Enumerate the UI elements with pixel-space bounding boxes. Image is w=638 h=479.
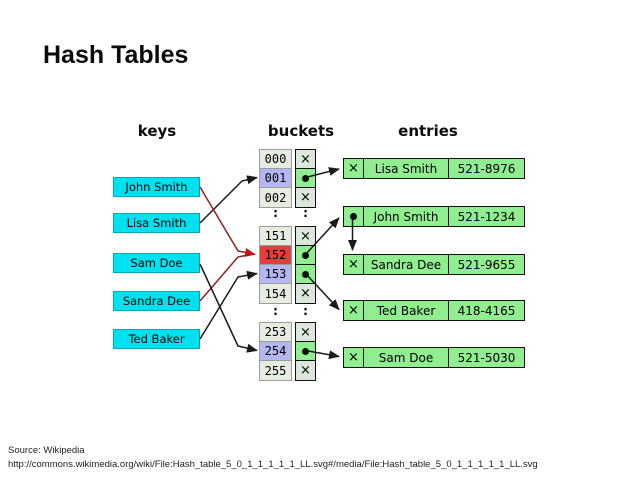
bucket-slot-153 xyxy=(296,265,315,284)
pointer-dot-icon xyxy=(302,270,309,278)
bucket-index-group: 151 152 153 154 xyxy=(259,226,292,304)
arrow-sam-doe-to-bucket-254 xyxy=(199,263,258,353)
bucket-slot-253: × xyxy=(296,323,315,342)
bucket-index-label: 153 xyxy=(264,267,287,281)
bucket-slot-group: ×× xyxy=(295,149,316,208)
bucket-index-label: 154 xyxy=(264,286,287,301)
bucket-slot-154: × xyxy=(296,284,315,303)
bucket-index-253: 253 xyxy=(260,323,291,342)
arrow-sandra-dee-to-bucket-152 xyxy=(199,253,251,302)
entry-head-cell: × xyxy=(344,255,364,274)
entry-phone-cell: 521-5030 xyxy=(457,350,516,365)
key-label: Sam Doe xyxy=(130,256,183,270)
entry-ted-baker: × Ted Baker 418-4165 xyxy=(343,300,525,321)
bucket-slot-001 xyxy=(296,169,315,188)
bucket-slot-255: × xyxy=(296,361,315,380)
entry-phone-cell: 418-4165 xyxy=(457,303,516,318)
null-pointer-icon: × xyxy=(300,286,311,301)
source-url: http://commons.wikimedia.org/wiki/File:H… xyxy=(8,459,538,470)
bucket-slot-152 xyxy=(296,246,315,265)
key-label: Sandra Dee xyxy=(122,294,191,308)
bucket-index-151: 151 xyxy=(260,227,291,246)
bucket-slot-000: × xyxy=(296,150,315,169)
null-pointer-icon: × xyxy=(348,161,359,176)
pointer-dot-icon xyxy=(302,251,309,259)
entry-phone-cell: 521-8976 xyxy=(457,161,516,176)
null-pointer-icon: × xyxy=(300,190,311,205)
bucket-index-label: 002 xyxy=(264,190,287,205)
entry-sam-doe: × Sam Doe 521-5030 xyxy=(343,347,525,368)
bucket-index-label: 253 xyxy=(264,325,287,339)
null-pointer-icon: × xyxy=(300,363,311,378)
null-pointer-icon: × xyxy=(348,257,359,272)
entry-head-cell: × xyxy=(344,301,364,320)
pointer-dot-icon xyxy=(350,213,357,220)
bucket-index-002: 002 xyxy=(260,188,291,207)
bucket-index-001: 001 xyxy=(260,169,291,188)
arrow-ted-baker-to-bucket-153 xyxy=(199,270,258,340)
bucket-index-label: 255 xyxy=(264,363,287,378)
bucket-slot-254 xyxy=(296,342,315,361)
page-title: Hash Tables xyxy=(43,41,189,69)
bucket-index-label: 151 xyxy=(264,229,287,243)
entry-phone-cell: 521-9655 xyxy=(457,257,516,272)
bucket-index-000: 000 xyxy=(260,150,291,169)
entry-name-cell: John Smith xyxy=(364,207,449,226)
null-pointer-icon: × xyxy=(300,324,311,340)
key-label: Ted Baker xyxy=(128,332,185,346)
buckets-ellipsis-slot: : xyxy=(301,205,310,221)
buckets-ellipsis-index: : xyxy=(271,205,280,221)
bucket-slot-151: × xyxy=(296,227,315,246)
bucket-index-254: 254 xyxy=(260,342,291,361)
key-john-smith: John Smith xyxy=(113,177,200,197)
bucket-slot-002: × xyxy=(296,188,315,207)
entry-head-cell: × xyxy=(344,159,364,178)
entry-head-cell: × xyxy=(344,348,364,367)
source-block: Source: Wikipedia http://commons.wikimed… xyxy=(8,444,538,472)
bucket-index-group: 253 254 255 xyxy=(259,322,292,381)
entry-head-cell xyxy=(344,207,364,226)
entry-phone-cell: 521-1234 xyxy=(457,209,516,224)
null-pointer-icon: × xyxy=(300,228,311,244)
arrow-lisa-smith-to-bucket-001 xyxy=(199,175,258,224)
buckets-ellipsis-slot: : xyxy=(301,303,310,319)
entry-john-smith: John Smith 521-1234 xyxy=(343,206,525,227)
arrow-john-smith-to-bucket-152 xyxy=(199,186,256,257)
key-label: John Smith xyxy=(125,180,188,194)
entry-name-cell: Ted Baker xyxy=(364,301,449,320)
entry-name-cell: Sandra Dee xyxy=(364,255,449,274)
key-lisa-smith: Lisa Smith xyxy=(113,213,200,233)
source-attribution: Source: Wikipedia xyxy=(8,445,85,456)
entry-sandra-dee: × Sandra Dee 521-9655 xyxy=(343,254,525,275)
pointer-dot-icon xyxy=(302,347,309,355)
bucket-index-group: 000 001 002 xyxy=(259,149,292,208)
key-sandra-dee: Sandra Dee xyxy=(113,291,200,311)
null-pointer-icon: × xyxy=(300,151,311,167)
bucket-slot-group: ×× xyxy=(295,226,316,304)
key-label: Lisa Smith xyxy=(126,216,187,230)
pointer-dot-icon xyxy=(302,174,309,182)
buckets-column-header: buckets xyxy=(267,122,335,140)
bucket-index-label: 152 xyxy=(264,248,287,262)
entries-column-header: entries xyxy=(398,122,458,140)
key-sam-doe: Sam Doe xyxy=(113,253,200,273)
bucket-index-153: 153 xyxy=(260,265,291,284)
bucket-index-label: 001 xyxy=(264,171,287,185)
key-ted-baker: Ted Baker xyxy=(113,329,200,349)
bucket-index-label: 000 xyxy=(264,152,287,166)
bucket-index-255: 255 xyxy=(260,361,291,380)
entry-lisa-smith: × Lisa Smith 521-8976 xyxy=(343,158,525,179)
bucket-index-152: 152 xyxy=(260,246,291,265)
keys-column-header: keys xyxy=(137,122,177,140)
bucket-index-label: 254 xyxy=(264,344,287,358)
entry-name-cell: Lisa Smith xyxy=(364,159,449,178)
null-pointer-icon: × xyxy=(348,303,359,318)
buckets-ellipsis-index: : xyxy=(271,303,280,319)
bucket-slot-group: ×× xyxy=(295,322,316,381)
entry-name-cell: Sam Doe xyxy=(364,348,449,367)
null-pointer-icon: × xyxy=(348,350,359,365)
bucket-index-154: 154 xyxy=(260,284,291,303)
